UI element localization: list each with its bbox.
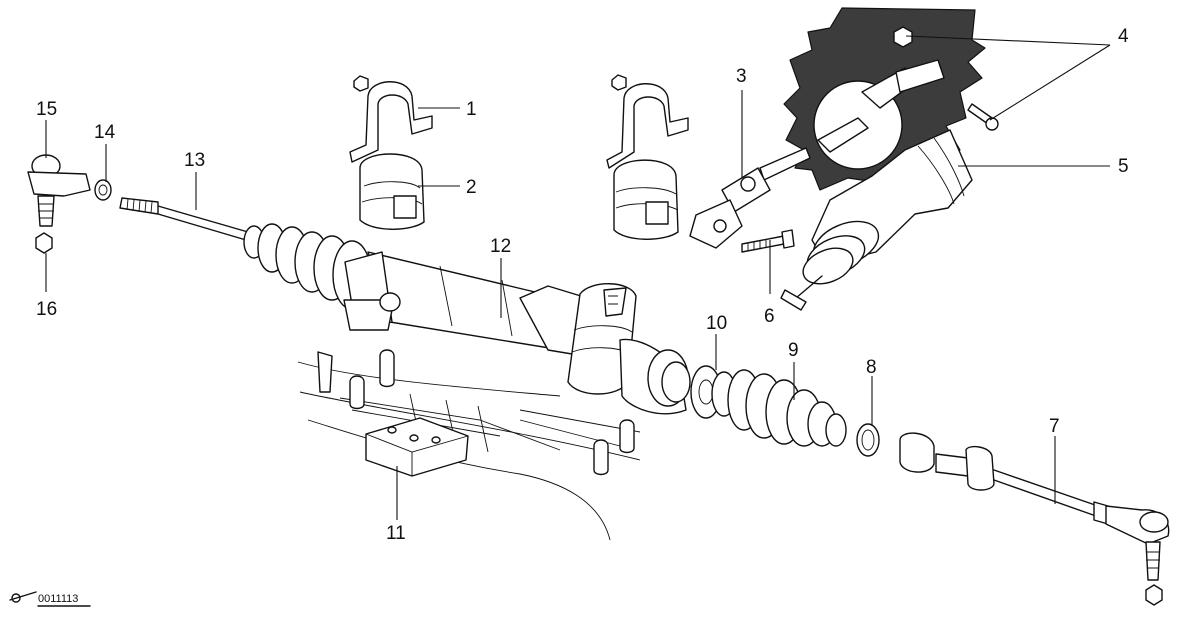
- rack-boot-right: [711, 369, 847, 447]
- subframe: [297, 349, 641, 541]
- callout-13: 13: [184, 150, 205, 171]
- callout-6: 6: [764, 306, 775, 327]
- callout-4: 4: [1118, 26, 1129, 47]
- callout-14: 14: [94, 122, 116, 143]
- callout-9: 9: [788, 340, 799, 361]
- fastener-nut-bolt: [893, 26, 999, 131]
- leader-lines: [45, 35, 1111, 520]
- bolt: [741, 229, 795, 253]
- boot-ring: [856, 423, 880, 457]
- callout-8: 8: [866, 357, 877, 378]
- mount-bracket-right: [606, 74, 689, 240]
- callout-15: 15: [36, 99, 57, 120]
- callout-7: 7: [1049, 416, 1060, 437]
- callout-12: 12: [490, 236, 511, 257]
- mount-bracket-left: [349, 75, 433, 230]
- column-boot: [780, 129, 973, 311]
- callout-11: 11: [386, 523, 406, 544]
- callout-2: 2: [466, 177, 477, 198]
- callout-10: 10: [706, 313, 727, 334]
- steering-rack-housing: [243, 223, 691, 415]
- callout-3: 3: [736, 66, 747, 87]
- tie-rod-left: [119, 197, 249, 241]
- callout-1: 1: [466, 99, 477, 120]
- callout-numbers: 1 2 3 4 5 6 7 8 9 10 11 12 13 14 15 16: [36, 26, 1129, 544]
- tie-rod-right: [899, 432, 1170, 606]
- callout-5: 5: [1118, 156, 1129, 177]
- universal-joint: [689, 147, 811, 249]
- callout-16: 16: [36, 299, 57, 320]
- tie-rod-end-left: [27, 154, 112, 254]
- reference-mark: 0011113: [9, 591, 91, 607]
- reference-code: 0011113: [38, 593, 78, 605]
